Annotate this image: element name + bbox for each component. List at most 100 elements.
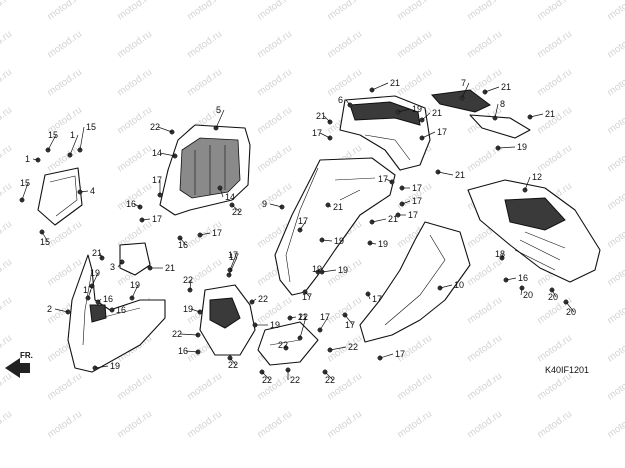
callout-17[interactable]: 17 [228,250,238,260]
callout-5[interactable]: 5 [216,105,221,115]
callout-6[interactable]: 6 [338,95,343,105]
part-12-side-panel[interactable] [467,179,601,283]
callout-22[interactable]: 22 [183,275,193,285]
callout-19[interactable]: 19 [130,280,140,290]
callout-22[interactable]: 22 [228,360,238,370]
callout-1[interactable]: 1 [70,130,75,140]
callout-22[interactable]: 22 [262,375,272,385]
callout-22[interactable]: 22 [290,375,300,385]
part-6-upper-panel[interactable] [339,95,431,171]
callout-20[interactable]: 20 [548,292,558,302]
callout-3[interactable]: 3 [110,262,115,272]
callout-7[interactable]: 7 [461,78,466,88]
callout-19[interactable]: 19 [90,268,100,278]
callout-8[interactable]: 8 [500,99,505,109]
callout-12[interactable]: 12 [532,172,542,182]
callout-21[interactable]: 21 [316,111,326,121]
callout-17[interactable]: 17 [378,174,388,184]
callout-1[interactable]: 1 [25,154,30,164]
callout-22[interactable]: 22 [298,312,308,322]
leader-line [321,269,337,273]
callout-16[interactable]: 16 [518,273,528,283]
callout-17[interactable]: 17 [212,228,222,238]
callout-21[interactable]: 21 [455,170,465,180]
callout-22[interactable]: 22 [258,294,268,304]
leader-line [289,316,297,319]
watermark-text: motod.ru [535,333,574,365]
callout-19[interactable]: 19 [270,320,280,330]
part-7-trim[interactable] [430,89,491,113]
callout-21[interactable]: 21 [333,202,343,212]
callout-22[interactable]: 22 [172,329,182,339]
callout-16[interactable]: 16 [178,240,188,250]
callout-17[interactable]: 17 [412,196,422,206]
callout-17[interactable]: 17 [320,312,330,322]
callout-16[interactable]: 16 [178,346,188,356]
callout-17[interactable]: 17 [302,292,312,302]
callout-17[interactable]: 17 [298,216,308,226]
callout-19[interactable]: 19 [183,304,193,314]
watermark-text: motod.ru [185,409,224,441]
callout-15[interactable]: 15 [20,178,30,188]
leader-lines [21,82,575,381]
callout-17[interactable]: 17 [312,128,322,138]
callout-19[interactable]: 19 [378,239,388,249]
callout-22[interactable]: 22 [232,207,242,217]
callout-11[interactable]: 11 [298,312,307,322]
callout-19[interactable]: 19 [334,236,344,246]
callout-20[interactable]: 20 [523,290,533,300]
callout-21[interactable]: 21 [501,82,511,92]
callout-19[interactable]: 19 [338,265,348,275]
watermark-text: motod.ru [535,409,574,441]
callout-22[interactable]: 22 [150,122,160,132]
callout-21[interactable]: 21 [165,263,175,273]
part-9-leg-shield[interactable] [274,157,396,296]
callout-17[interactable]: 17 [152,214,162,224]
callout-20[interactable]: 20 [566,307,576,317]
callout-16[interactable]: 16 [126,199,136,209]
callout-17[interactable]: 17 [372,294,382,304]
part-8-trim[interactable] [469,114,531,139]
callout-17[interactable]: 17 [408,210,418,220]
callout-21[interactable]: 21 [388,214,398,224]
callout-22[interactable]: 22 [348,342,358,352]
callout-4[interactable]: 4 [90,186,95,196]
callout-17[interactable]: 17 [437,127,447,137]
callout-17[interactable]: 17 [83,285,93,295]
callout-14[interactable]: 14 [152,148,162,158]
callout-21[interactable]: 21 [390,78,400,88]
part-4-side-cover[interactable] [37,167,83,226]
callout-21[interactable]: 21 [545,109,555,119]
callout-10[interactable]: 10 [454,280,464,290]
watermark-text: motod.ru [0,333,14,365]
callout-16[interactable]: 16 [116,305,126,315]
callout-21[interactable]: 21 [432,108,442,118]
part-10-under-cover[interactable] [359,221,471,343]
part-5-inner-bracket[interactable] [159,124,251,216]
callout-17[interactable]: 17 [152,175,162,185]
part-11-lower-bracket[interactable] [257,321,319,366]
leader-line [179,333,199,336]
callout-22[interactable]: 22 [325,375,335,385]
watermark-text: motod.ru [395,409,434,441]
callout-16[interactable]: 16 [103,294,113,304]
callout-15[interactable]: 15 [86,122,96,132]
callout-9[interactable]: 9 [262,199,267,209]
callout-15[interactable]: 15 [48,130,58,140]
callout-17[interactable]: 17 [229,252,239,262]
callout-17[interactable]: 17 [412,183,422,193]
callout-14[interactable]: 14 [225,192,235,202]
callout-22[interactable]: 22 [278,340,288,350]
callout-21[interactable]: 21 [92,248,102,258]
callout-19[interactable]: 19 [312,264,322,274]
callout-19[interactable]: 19 [412,104,422,114]
callout-19[interactable]: 19 [110,361,120,371]
callout-17[interactable]: 17 [395,349,405,359]
callout-19[interactable]: 19 [517,142,527,152]
leader-line [91,272,99,287]
callout-15[interactable]: 15 [40,237,50,247]
callout-2[interactable]: 2 [47,304,52,314]
callout-17[interactable]: 17 [345,320,355,330]
callout-18[interactable]: 18 [495,249,505,259]
part-lower-frame[interactable] [199,284,256,356]
